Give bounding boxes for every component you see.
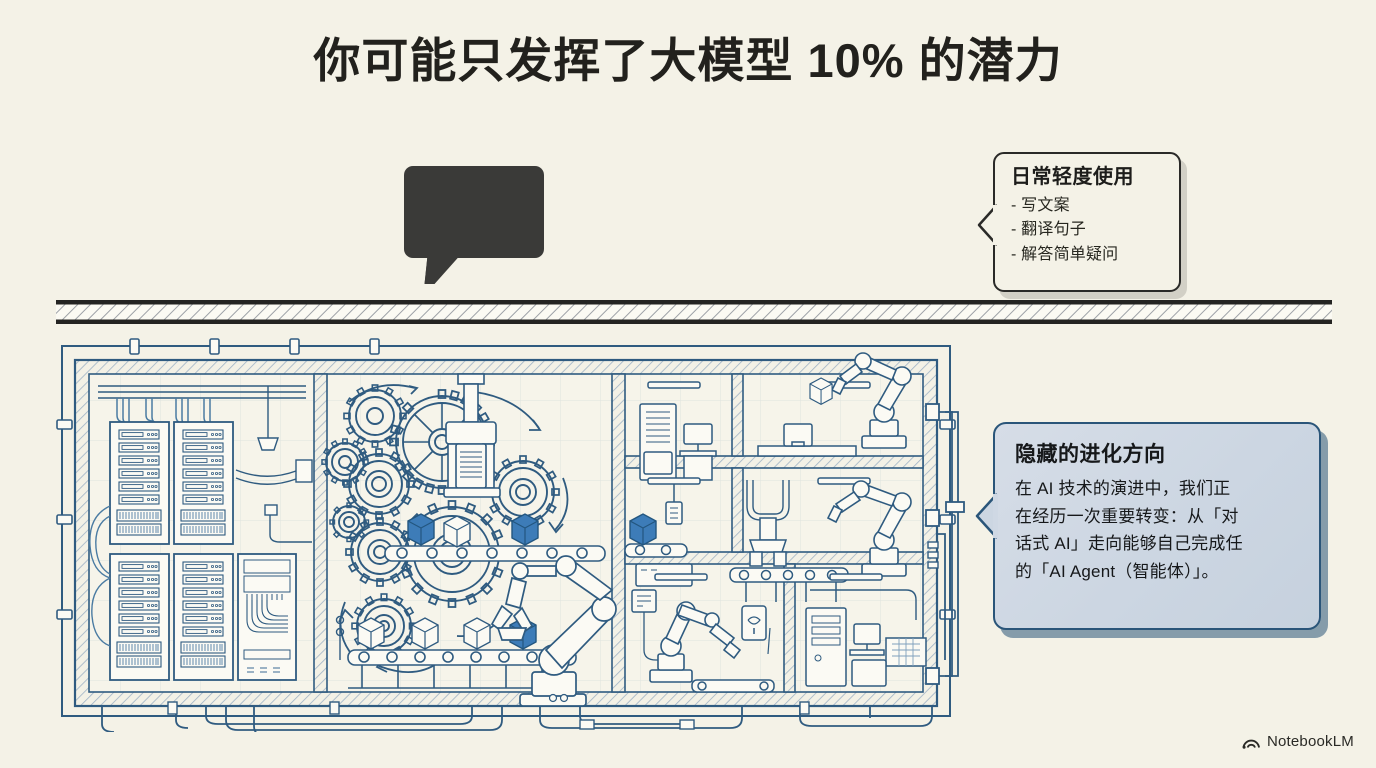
callout-light-tail-icon: [976, 203, 998, 246]
body-line: 在 AI 技术的演进中，我们正: [1015, 479, 1231, 499]
body-line: 在经历一次重要转变：从「对: [1015, 506, 1239, 526]
page-title: 你可能只发挥了大模型 10% 的潜力: [313, 34, 1063, 87]
notebooklm-logo: NotebookLM: [1242, 733, 1354, 750]
ceiling-beam: [56, 300, 1332, 326]
callout-blue-body: 在 AI 技术的演进中，我们正 在经历一次重要转变：从「对 话式 AI」走向能够…: [1015, 475, 1301, 585]
notebooklm-arc-icon: [1242, 734, 1261, 749]
callout-daily-light-use: 日常轻度使用 - 写文案 - 翻译句子 - 解答简单疑问: [977, 152, 1181, 292]
callout-light-list: - 写文案 - 翻译句子 - 解答简单疑问: [1011, 194, 1167, 267]
notebooklm-logo-text: NotebookLM: [1266, 733, 1354, 750]
callout-hidden-evolution: 隐藏的进化方向 在 AI 技术的演进中，我们正 在经历一次重要转变：从「对 话式…: [975, 422, 1321, 630]
body-line: 的「AI Agent（智能体）」。: [1015, 561, 1219, 581]
list-item: - 写文案: [1011, 197, 1070, 214]
blueprint-factory-diagram: [40, 320, 990, 732]
body-line: 话式 AI」走向能够自己完成任: [1015, 534, 1243, 554]
empty-dark-speech-bubble: [404, 166, 544, 258]
callout-blue-title: 隐藏的进化方向: [1015, 443, 1166, 466]
callout-light-title: 日常轻度使用: [1011, 166, 1134, 188]
callout-blue-tail-icon: [974, 492, 998, 540]
list-item: - 翻译句子: [1011, 221, 1086, 239]
list-item: - 解答简单疑问: [1011, 245, 1119, 263]
